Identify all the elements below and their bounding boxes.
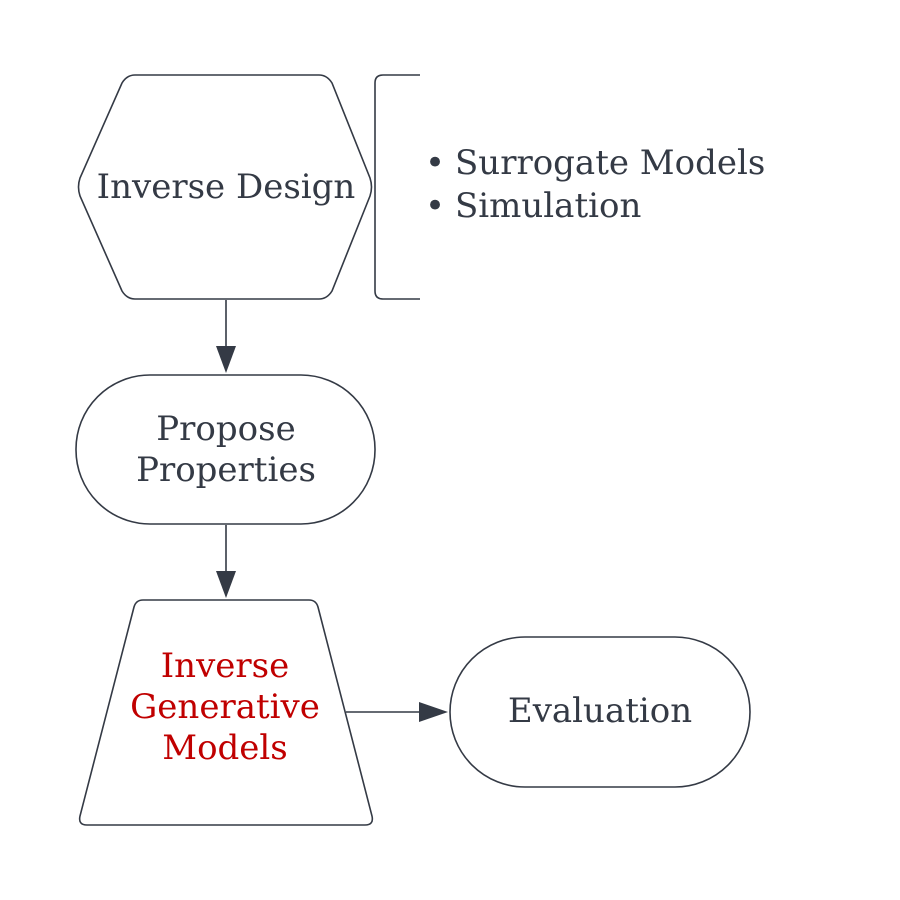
evaluation-node: Evaluation [449,636,751,788]
annotation-item-simulation: Simulation [455,186,641,226]
inverse-generative-models-label-line-1: Inverse [161,646,289,686]
annotation-bracket [374,74,420,300]
propose-properties-label-line-1: Propose [156,409,295,449]
arrowhead-icon [216,346,236,373]
inverse-design-label: Inverse Design [97,167,356,207]
edge-inverse-design-to-propose-properties [216,300,236,373]
arrowhead-icon [419,702,448,722]
annotation-group: • Surrogate Models • Simulation [374,74,765,300]
edge-inverse-generative-models-to-evaluation [346,702,448,722]
inverse-generative-models-label-line-3: Models [162,728,288,768]
propose-properties-label-line-2: Properties [136,450,316,490]
annotation-bullet-1: • [425,143,445,183]
propose-properties-node: Propose Properties [75,374,376,525]
inverse-design-hexagon [77,74,373,300]
inverse-generative-models-node: Inverse Generative Models [78,599,374,826]
inverse-design-node: Inverse Design [77,74,373,300]
evaluation-pill [449,636,751,788]
inverse-generative-models-trapezoid [78,599,374,826]
arrowhead-icon [216,571,236,598]
propose-properties-pill [75,374,376,525]
annotation-item-surrogate-models: Surrogate Models [455,143,765,183]
annotation-bullet-2: • [425,186,445,226]
evaluation-label: Evaluation [508,691,692,731]
inverse-generative-models-label-line-2: Generative [130,687,320,727]
edge-propose-properties-to-inverse-generative-models [216,525,236,598]
